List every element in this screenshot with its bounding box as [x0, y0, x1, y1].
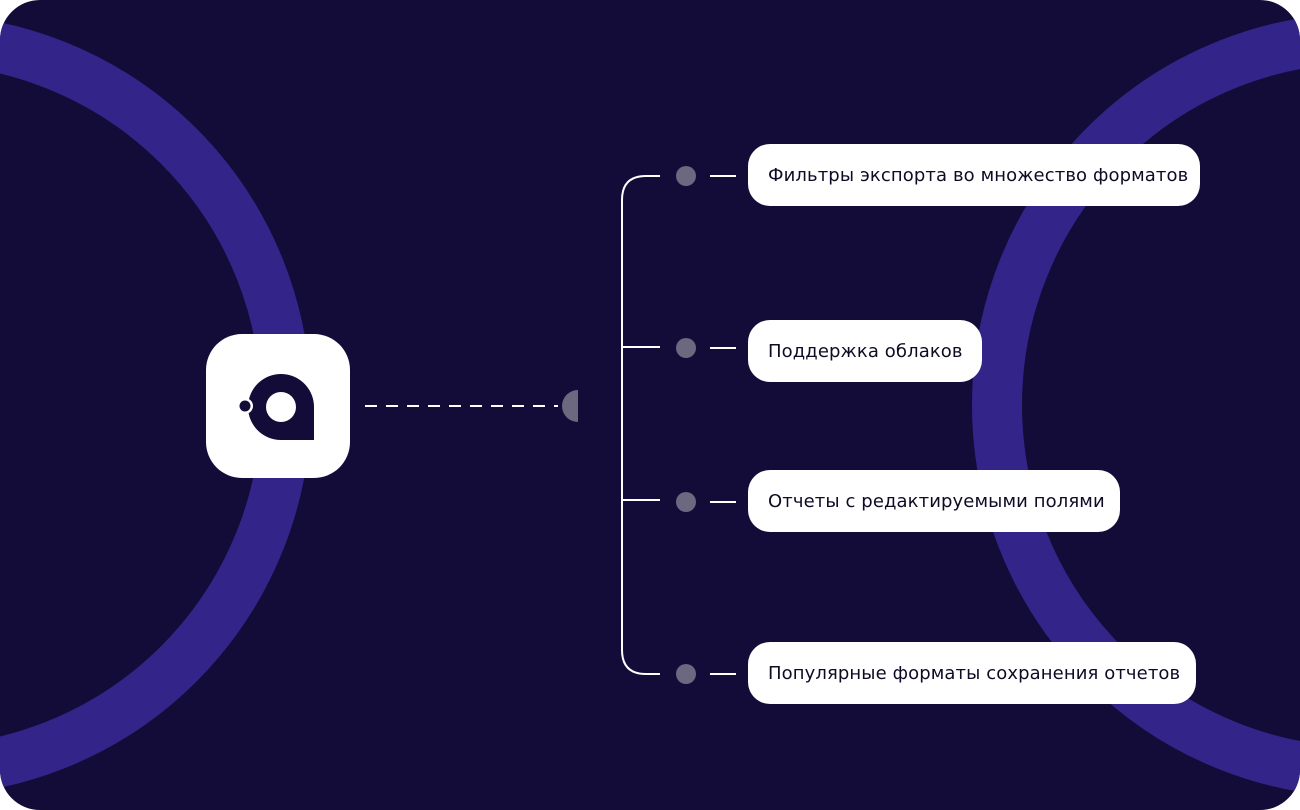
feature-label-1: Фильтры экспорта во множество форматов [768, 164, 1189, 186]
right-ring [972, 18, 1300, 792]
logo-inner-dot [266, 392, 296, 422]
feature-label-4: Популярные форматы сохранения отчетов [768, 662, 1181, 684]
feature-pill-4: Популярные форматы сохранения отчетов [748, 642, 1196, 704]
logo-side-dot [239, 400, 251, 412]
feature-label-2: Поддержка облаков [768, 340, 963, 362]
feature-label-3: Отчеты с редактируемыми полями [768, 490, 1105, 512]
feature-node-1 [676, 166, 696, 186]
logo-tile [206, 334, 350, 478]
bracket-line [621, 175, 660, 675]
connector-half-node [562, 390, 578, 422]
feature-pill-1: Фильтры экспорта во множество форматов [748, 144, 1200, 206]
feature-pill-2: Поддержка облаков [748, 320, 982, 382]
feature-node-4 [676, 664, 696, 684]
feature-node-2 [676, 338, 696, 358]
feature-node-3 [676, 492, 696, 512]
feature-pill-3: Отчеты с редактируемыми полями [748, 470, 1120, 532]
app-logo-icon [237, 374, 315, 440]
